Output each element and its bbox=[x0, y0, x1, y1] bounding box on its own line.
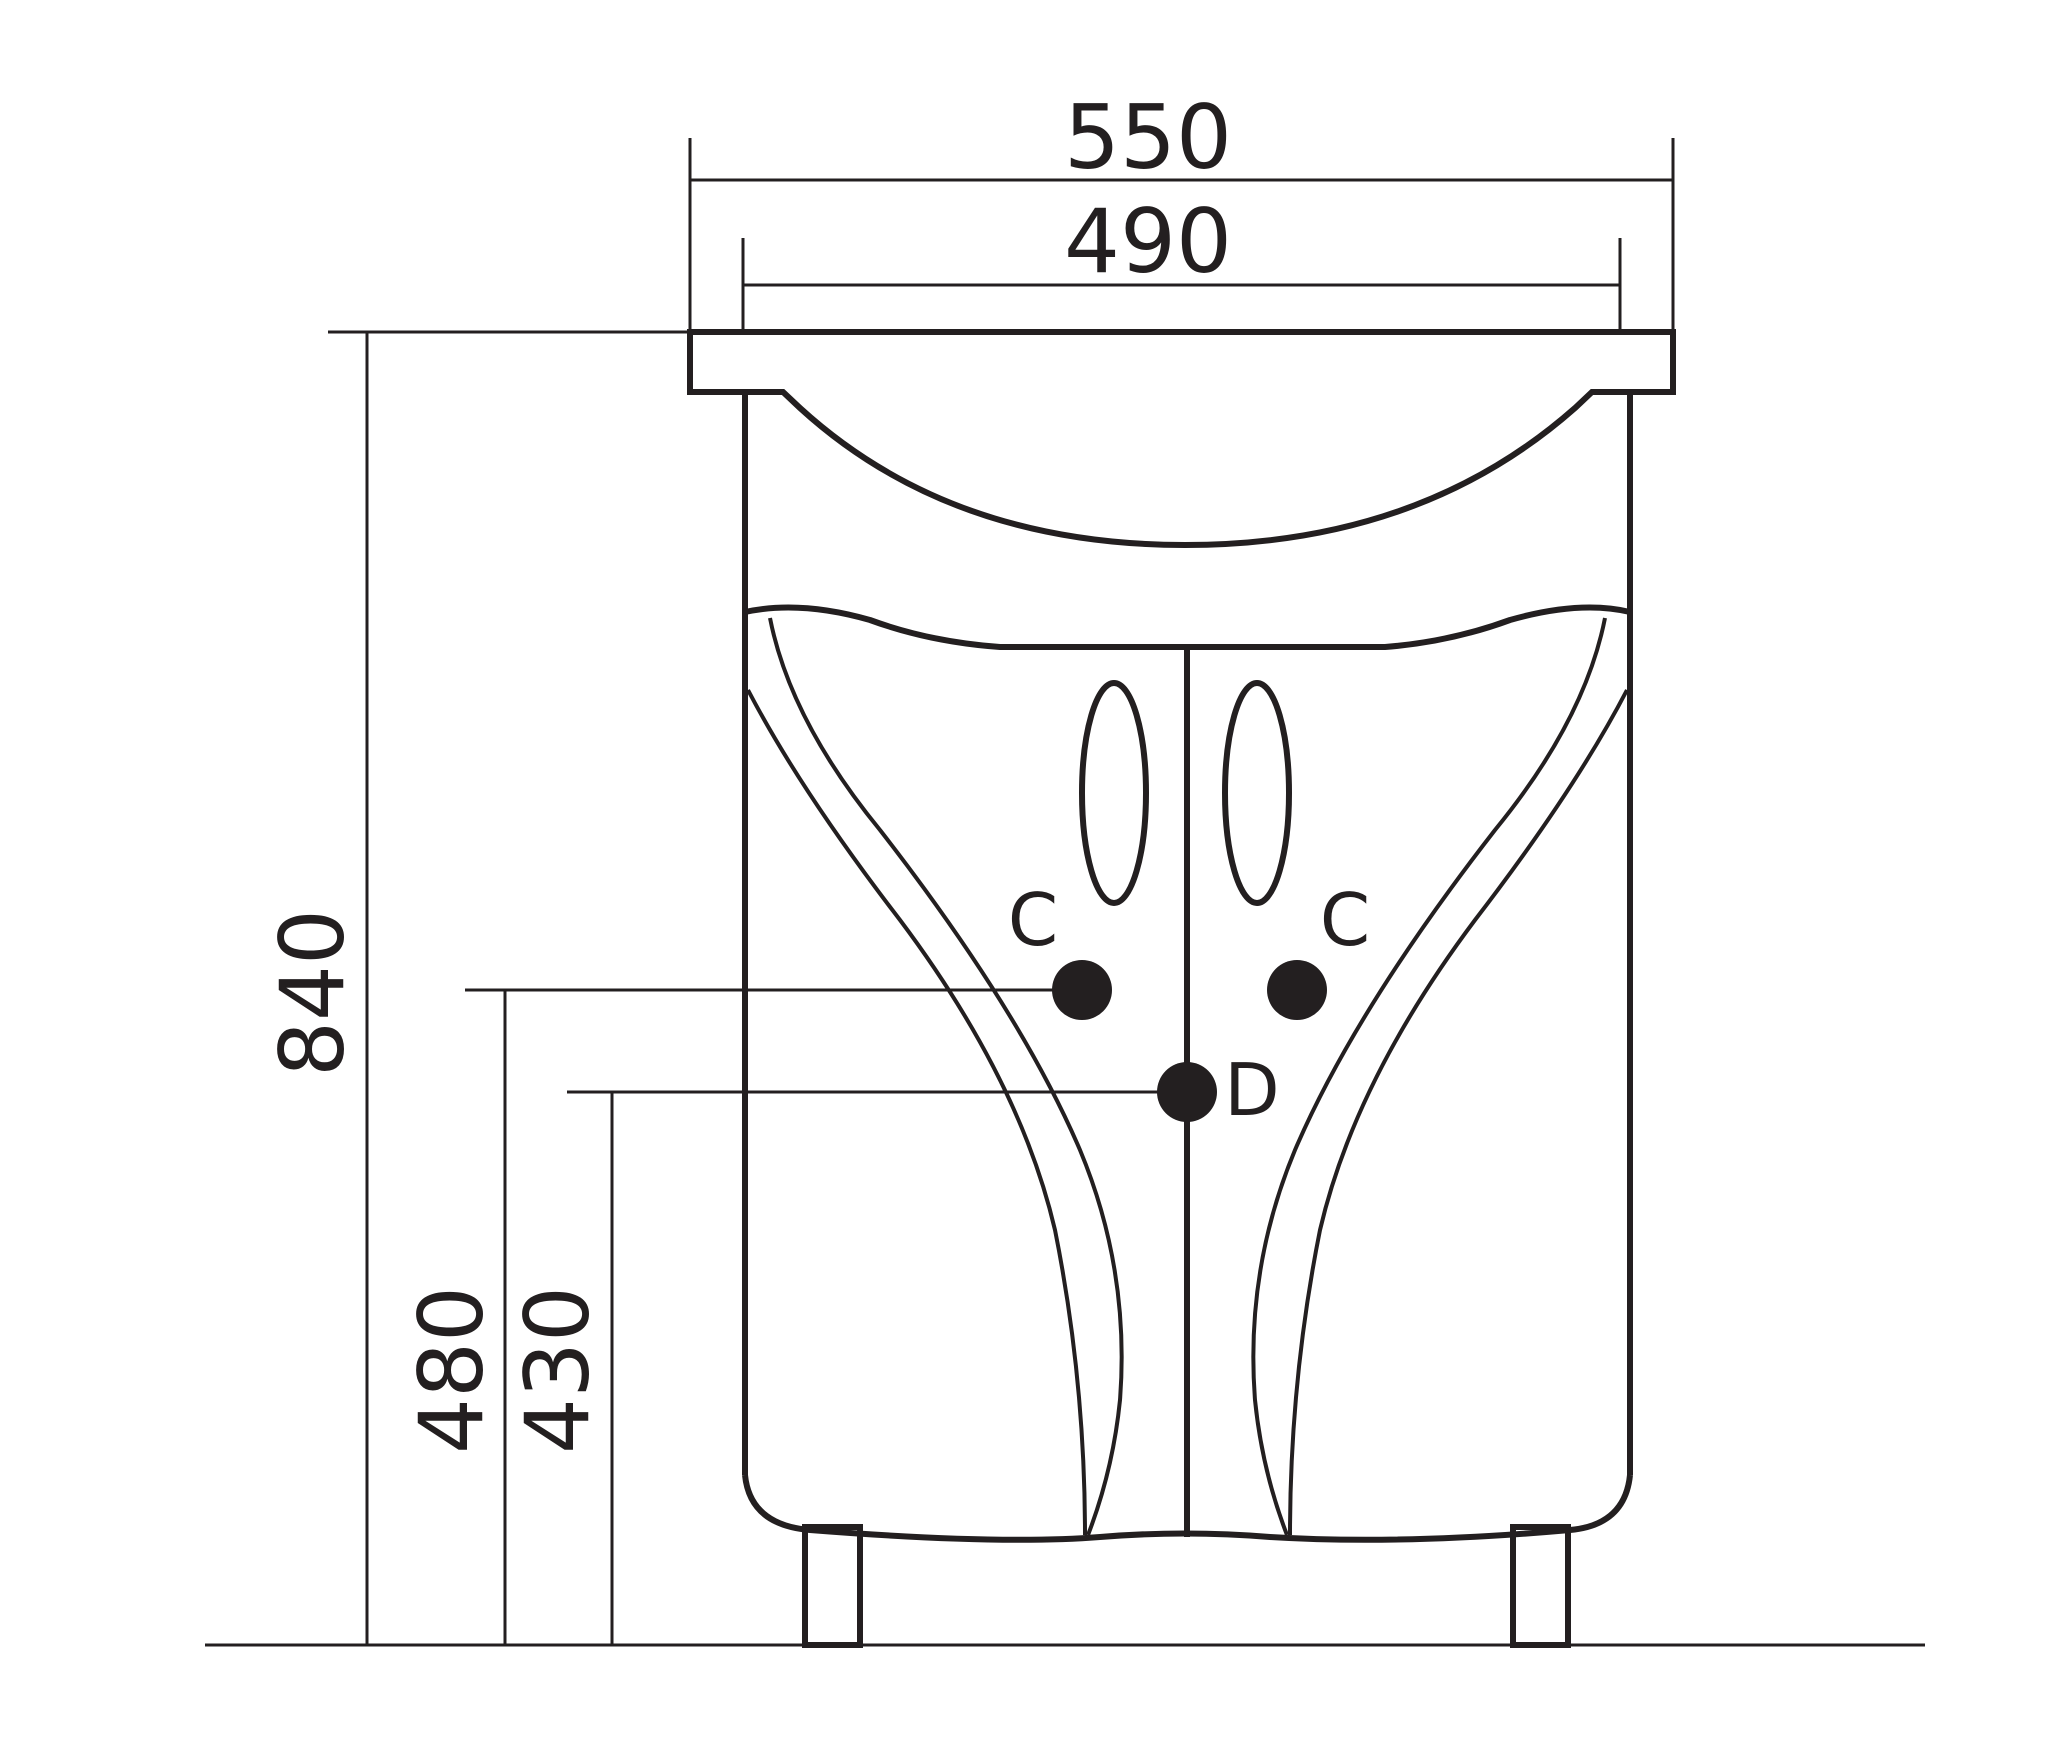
width-490-label: 490 bbox=[1064, 190, 1232, 293]
left-door-handle bbox=[1079, 680, 1149, 906]
width-550-dimension: 550 bbox=[688, 86, 1675, 330]
washbasin bbox=[687, 329, 1676, 549]
left-leg bbox=[802, 1524, 863, 1648]
height-430-label: 430 bbox=[506, 1286, 609, 1454]
height-480-label: 480 bbox=[400, 1286, 503, 1454]
height-430-dimension: 430 bbox=[506, 1090, 1188, 1645]
height-840-dimension: 840 bbox=[261, 330, 690, 1645]
cabinet-body bbox=[742, 392, 1633, 1543]
width-490-dimension: 490 bbox=[741, 190, 1622, 330]
right-outlet-c-label: C bbox=[1320, 878, 1370, 962]
left-outlet-c-label: C bbox=[1008, 878, 1058, 962]
left-outlet-c-dot bbox=[1052, 960, 1112, 1020]
right-outlet-c-dot bbox=[1267, 960, 1327, 1020]
drain-d-label: D bbox=[1224, 1048, 1279, 1132]
right-leg bbox=[1510, 1524, 1571, 1648]
height-480-dimension: 480 bbox=[400, 988, 1082, 1645]
countertop-slab bbox=[687, 329, 1676, 549]
left-door-decor bbox=[746, 617, 1124, 1536]
width-550-label: 550 bbox=[1064, 86, 1232, 189]
right-door-handle bbox=[1222, 680, 1292, 906]
right-door-decor bbox=[1251, 617, 1629, 1536]
height-840-label: 840 bbox=[261, 909, 364, 1077]
drain-d-dot bbox=[1157, 1062, 1217, 1122]
